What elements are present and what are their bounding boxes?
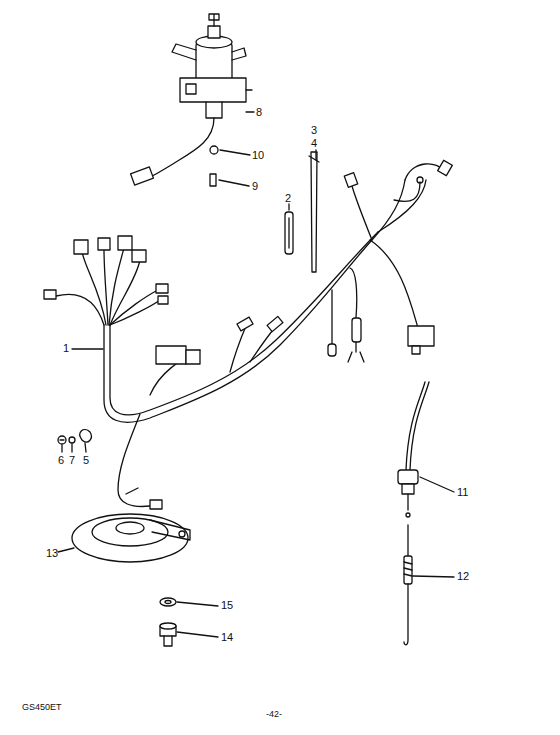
callout-number: 2 [285,193,291,204]
callout-number: 13 [46,548,58,559]
callout-number: 4 [311,138,317,149]
callout-number: 9 [252,181,258,192]
callout-number: 8 [256,107,262,118]
leader-lines [58,112,454,637]
callout-number: 1 [63,343,69,354]
callout-number: 7 [69,455,75,466]
fuse-strip [309,152,319,272]
callout-number: 10 [252,150,264,161]
wiring-harness [44,160,452,509]
washer [160,598,176,606]
callout-number: 5 [83,455,89,466]
ignition-switch [131,14,252,186]
page-note: -42- [266,710,282,719]
horn [72,514,190,562]
fuse [285,212,293,254]
callout-number: 6 [58,455,64,466]
callout-number: 14 [221,632,233,643]
bolt [160,623,176,646]
clamp-and-screw [58,430,91,444]
callout-number: 12 [457,571,469,582]
callout-number: 11 [457,487,468,498]
stop-switch [398,382,429,645]
callout-number: 3 [311,125,317,136]
callout-number: 15 [221,600,233,611]
page-note: GS450ET [22,703,62,712]
